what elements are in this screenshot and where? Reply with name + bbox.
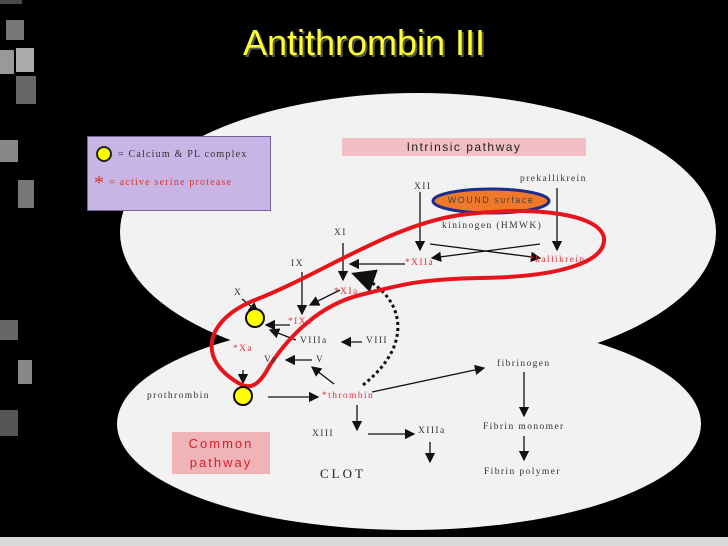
calcium-complex-circle-prothrombin (233, 386, 253, 406)
wound-surface-label: WOUND surface (447, 195, 535, 205)
arrow-xia-to-ixa (308, 289, 341, 306)
legend-circle-text: = Calcium & PL complex (118, 148, 248, 160)
node-prekallikrein: prekallikrein (520, 174, 587, 184)
arrow-cross-2 (430, 243, 541, 262)
node-va: Va (264, 355, 277, 365)
arrow-thrombin-to-va (310, 366, 335, 385)
bottom-stripe (0, 537, 728, 546)
thrombin-feedback-dashed-arrow (351, 269, 400, 387)
node-xiia: *XIIa (405, 258, 435, 268)
common-pathway-line2: pathway (189, 455, 253, 470)
node-clot: CLOT (320, 466, 366, 481)
intrinsic-pathway-label: Intrinsic pathway (342, 138, 586, 156)
node-x: X (234, 288, 243, 298)
node-viiia: VIIIa (300, 336, 328, 346)
common-pathway-label: Common pathway (172, 432, 270, 474)
node-xia: *XIa (334, 287, 359, 297)
node-xa: *Xa (233, 344, 254, 354)
node-xii: XII (414, 182, 432, 192)
node-ix: IX (291, 259, 304, 269)
node-xiii: XIII (312, 429, 334, 439)
star-icon: * (94, 171, 106, 194)
calcium-complex-circle-xa (245, 308, 265, 328)
node-kallikrein: *kallikrein (529, 255, 586, 265)
legend-star-text: = active serine protease (109, 177, 233, 188)
node-fibrinogen: fibrinogen (497, 359, 551, 369)
side-decoration (0, 0, 36, 436)
antithrombin-inhibition-loop (209, 209, 607, 389)
node-kininogen: kininogen (HMWK) (442, 221, 543, 231)
node-prothrombin: prothrombin (147, 391, 210, 401)
arrow-thrombin-to-fibrinogen (371, 364, 486, 393)
common-pathway-line1: Common (188, 436, 254, 451)
calcium-circle-icon (96, 146, 112, 162)
node-fibrin-polymer: Fibrin polymer (484, 467, 561, 477)
lower-ellipse (117, 318, 701, 530)
slide-title: Antithrombin III (242, 22, 486, 63)
node-xiiia: XIIIa (418, 426, 446, 436)
node-thrombin: *thrombin (322, 391, 375, 401)
legend-box: = Calcium & PL complex * = active serine… (87, 136, 271, 211)
node-ixa: *IXa (288, 317, 313, 327)
node-fibrin-monomer: Fibrin monomer (483, 422, 565, 432)
node-viii: VIII (366, 336, 388, 346)
node-v: V (316, 355, 325, 365)
node-xi: XI (334, 228, 347, 238)
